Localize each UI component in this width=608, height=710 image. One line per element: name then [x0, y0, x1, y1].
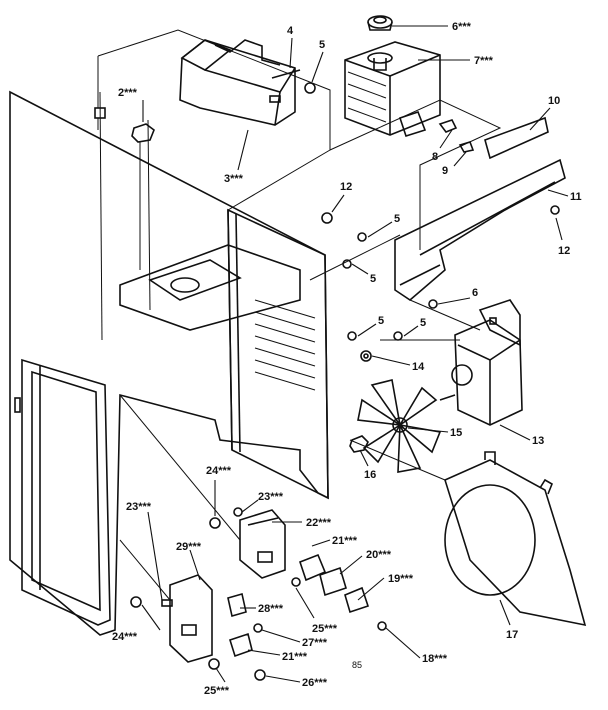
- assembly-lines: [97, 29, 502, 601]
- label-part-8: 8: [432, 151, 438, 163]
- label-part-25-mid: 25***: [312, 623, 338, 635]
- magnetron-duct-part3: [179, 39, 296, 126]
- label-part-16: 16: [364, 469, 376, 481]
- label-part-5-low-b: 5: [420, 317, 426, 329]
- label-part-2: 2***: [118, 87, 138, 99]
- label-part-24-top: 24***: [206, 465, 232, 477]
- cabinet-chassis: [9, 90, 329, 636]
- label-part-20: 20***: [366, 549, 392, 561]
- vent-slots: [254, 299, 316, 391]
- label-part-25-bottom: 25***: [204, 685, 230, 697]
- label-part-5-mid-b: 5: [370, 273, 376, 285]
- label-part-4: 4: [287, 25, 294, 37]
- fan-shroud-part17: [444, 451, 587, 627]
- label-part-23-top: 23***: [258, 491, 284, 503]
- label-part-18: 18***: [422, 653, 448, 665]
- label-part-21-top: 21***: [332, 535, 358, 547]
- label-part-6-screw: 6: [472, 287, 478, 299]
- label-part-24-bottom: 24***: [112, 631, 138, 643]
- label-part-5-top: 5: [319, 39, 325, 51]
- label-part-9: 9: [442, 165, 448, 177]
- label-part-13: 13: [532, 435, 544, 447]
- page-code: 85: [352, 660, 362, 670]
- label-part-6: 6***: [452, 21, 472, 33]
- label-part-27: 27***: [302, 637, 328, 649]
- label-part-21-bottom: 21***: [282, 651, 308, 663]
- label-part-19: 19***: [388, 573, 414, 585]
- label-part-7: 7***: [474, 55, 494, 67]
- label-part-28: 28***: [258, 603, 284, 615]
- label-part-23-left: 23***: [126, 501, 152, 513]
- label-part-22: 22***: [306, 517, 332, 529]
- fan-motor-part13: [439, 299, 523, 426]
- interlock-switch-assembly: [130, 507, 387, 681]
- antenna-cap-part6: [367, 15, 393, 31]
- label-part-10: 10: [548, 95, 560, 107]
- label-part-29: 29***: [176, 541, 202, 553]
- label-part-12-right: 12: [558, 245, 570, 257]
- label-part-5-low-a: 5: [378, 315, 384, 327]
- label-part-15: 15: [450, 427, 462, 439]
- label-part-12-top: 12: [340, 181, 352, 193]
- magnetron-part7: [344, 41, 441, 137]
- label-part-14: 14: [412, 361, 425, 373]
- fan-blade-part15: [357, 379, 442, 473]
- leader-lines: [141, 25, 569, 683]
- label-part-5-mid-a: 5: [394, 213, 400, 225]
- label-part-11: 11: [570, 191, 582, 203]
- label-part-26: 26***: [302, 677, 328, 689]
- part-number-labels: 2*** 3*** 4 5 6*** 7*** 8 9 10 11 12 5 5…: [112, 21, 582, 697]
- brackets-part10-11: [394, 116, 566, 302]
- label-part-3: 3***: [224, 173, 244, 185]
- label-part-17: 17: [506, 629, 518, 641]
